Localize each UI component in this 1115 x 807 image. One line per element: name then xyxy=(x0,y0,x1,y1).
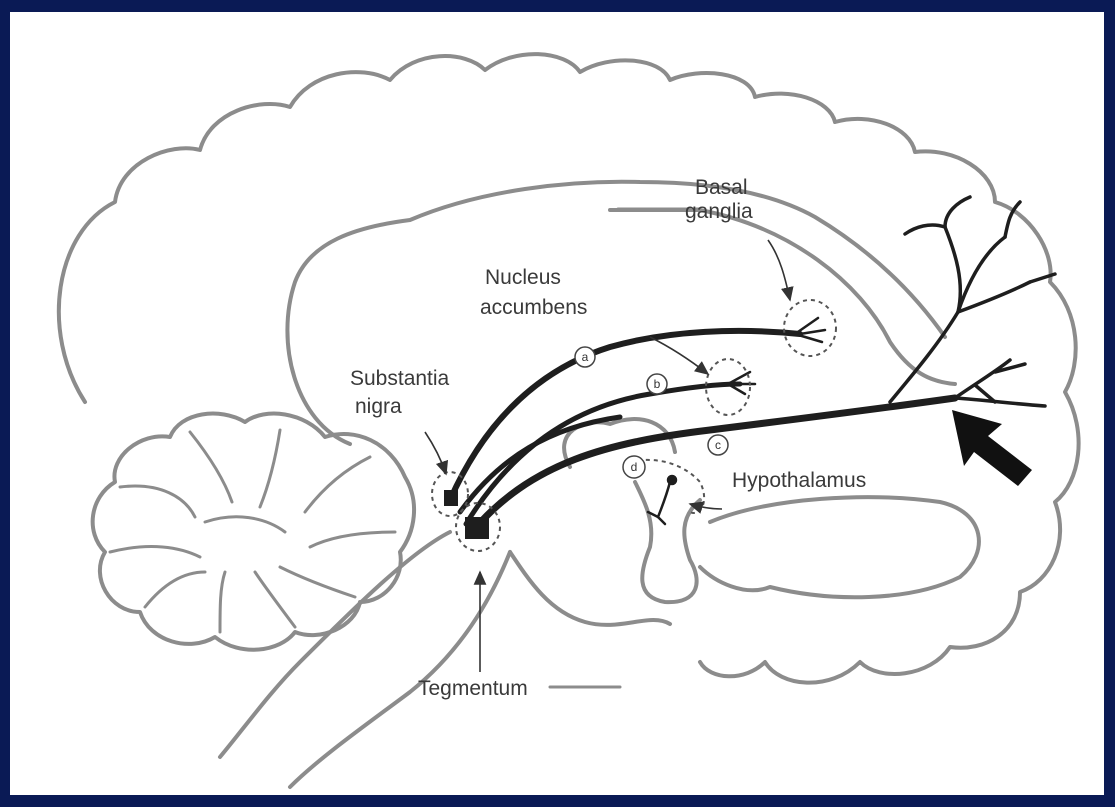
tuberoinfundibular-tract xyxy=(648,476,676,524)
svg-text:b: b xyxy=(654,377,661,391)
substantia-nigra-nucleus xyxy=(444,490,458,506)
pituitary-stalk xyxy=(635,482,700,602)
brainstem-front xyxy=(290,552,510,787)
highlight-arrow xyxy=(952,410,1032,486)
label-basal-ganglia-1: Basal xyxy=(695,176,748,199)
corpus-callosum xyxy=(610,210,955,384)
marker-a: a xyxy=(575,347,595,367)
svg-text:c: c xyxy=(715,438,721,452)
basal-ganglia-pointer xyxy=(768,240,790,300)
marker-c: c xyxy=(708,435,728,455)
svg-text:a: a xyxy=(582,350,589,364)
svg-text:d: d xyxy=(631,460,638,474)
cerebellum xyxy=(93,414,414,650)
nucleus-accumbens-pointer xyxy=(650,337,708,374)
cerebellar-folia xyxy=(110,430,395,632)
brainstem-back xyxy=(220,532,450,757)
label-tegmentum: Tegmentum xyxy=(418,677,528,700)
basal-ganglia-region xyxy=(784,300,836,356)
temporal-lobe-lower xyxy=(700,497,979,597)
diagram-panel: a b c d Basal ganglia Nucleus accumbens … xyxy=(10,12,1104,795)
label-basal-ganglia-2: ganglia xyxy=(685,200,753,223)
tract-c-mesocortical xyxy=(472,398,955,532)
label-substantia-nigra-2: nigra xyxy=(355,395,402,418)
marker-b: b xyxy=(647,374,667,394)
tegmentum-nucleus xyxy=(465,517,489,539)
accumbens-branches xyxy=(728,372,755,394)
label-nucleus-accumbens-1: Nucleus xyxy=(485,266,561,289)
marker-d: d xyxy=(623,456,645,478)
label-hypothalamus: Hypothalamus xyxy=(732,469,866,492)
label-substantia-nigra-1: Substantia xyxy=(350,367,450,390)
label-nucleus-accumbens-2: accumbens xyxy=(480,296,587,319)
substantia-nigra-pointer xyxy=(425,432,446,474)
brain-diagram: a b c d Basal ganglia Nucleus accumbens … xyxy=(10,12,1104,795)
basal-ganglia-branches xyxy=(795,318,825,342)
